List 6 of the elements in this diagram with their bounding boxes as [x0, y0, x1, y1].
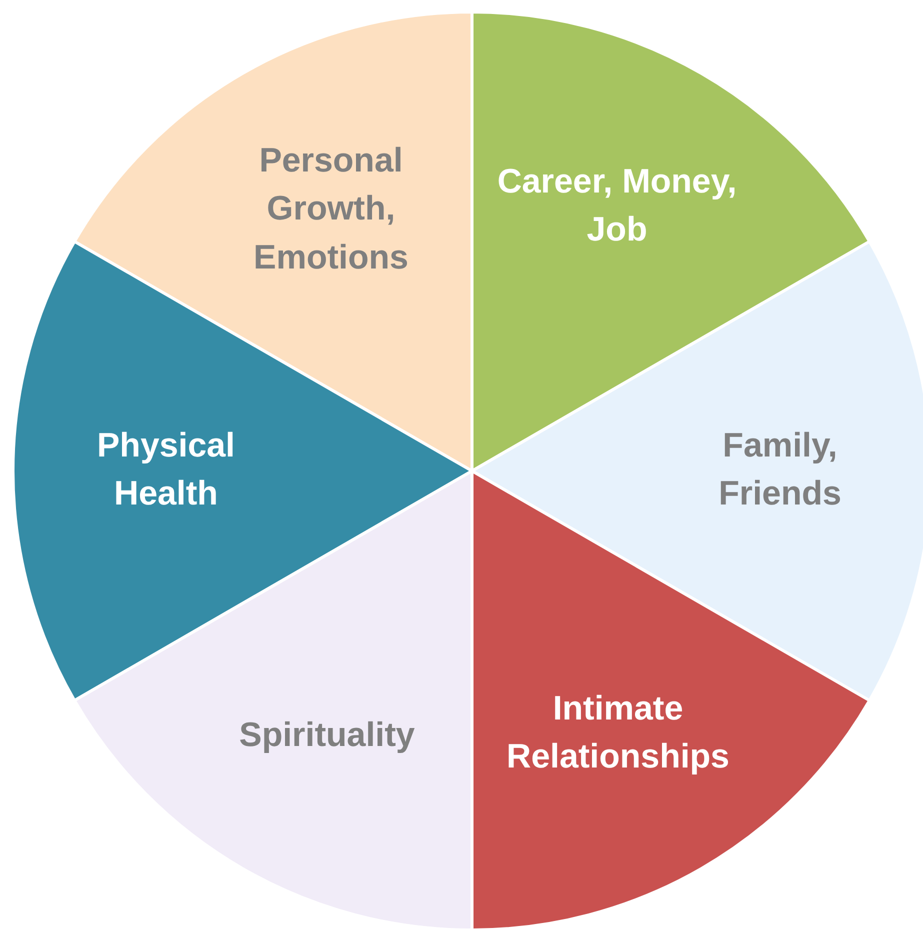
slice-label: Physical Health	[96, 426, 236, 515]
slice-label: Personal Growth, Emotions	[252, 140, 410, 278]
slice-label: Spirituality	[238, 714, 416, 756]
slice-label: Intimate Relationships	[506, 688, 730, 778]
slice-label: Family, Friends	[718, 426, 842, 515]
slice-label: Career, Money, Job	[497, 162, 737, 251]
